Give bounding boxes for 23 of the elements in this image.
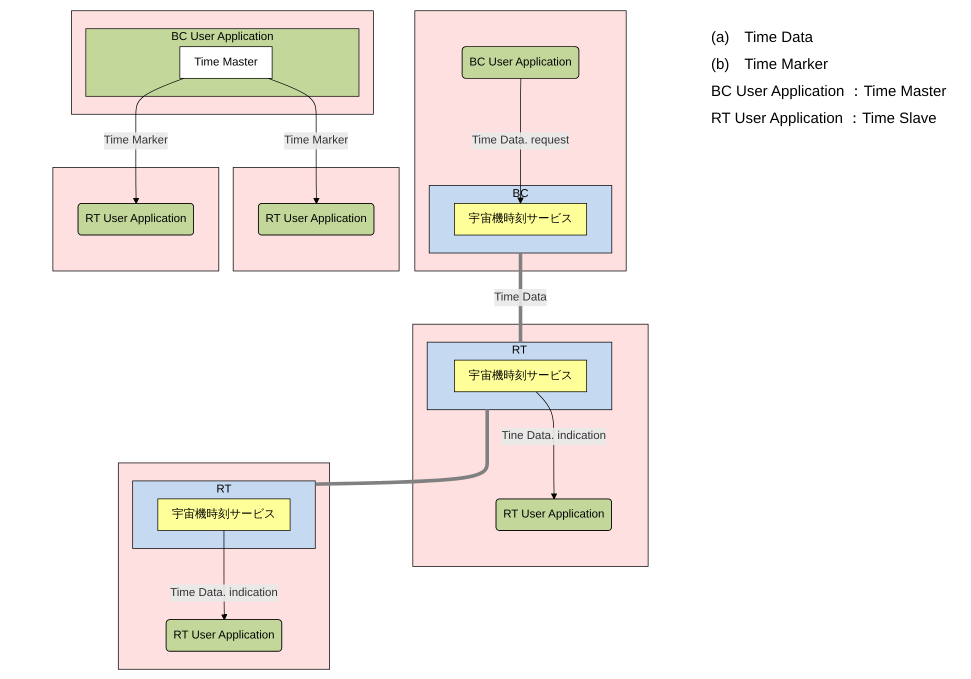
note-text: (a) Time Data [711, 28, 814, 47]
edge-label: Time Marker [284, 134, 348, 146]
edge-label: Time Marker [104, 134, 168, 146]
node-box: 宇宙機時刻サービス [157, 498, 290, 530]
edge-label: Tine Data. indication [502, 429, 606, 442]
cluster [412, 323, 648, 566]
node-box: Time Master [180, 46, 272, 78]
connector [315, 409, 490, 486]
node-box: 宇宙機時刻サービス [454, 359, 587, 392]
arrow [132, 77, 184, 204]
note-text: RT User Application ：Time Slave [711, 109, 938, 128]
arrow [268, 77, 320, 204]
cluster [414, 10, 627, 271]
edge-label: Time Data. request [472, 134, 570, 146]
cluster [52, 166, 220, 271]
edge-label: Time Data. indication [170, 586, 278, 598]
edge-label: Time Data [494, 290, 547, 303]
cluster [71, 10, 374, 114]
cluster [232, 166, 400, 271]
note-text: BC User Application ：Time Master [711, 82, 948, 101]
note-text: (b) Time Marker [711, 55, 829, 74]
node-box: 宇宙機時刻サービス [454, 202, 587, 235]
cluster [118, 462, 330, 670]
